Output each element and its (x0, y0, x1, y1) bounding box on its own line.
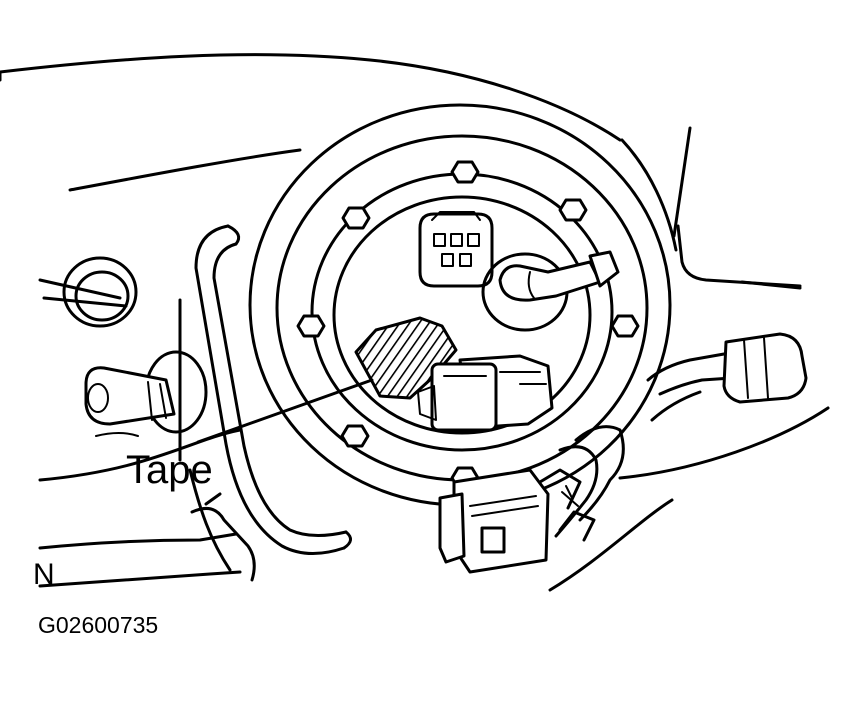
lower-left-pipe (38, 492, 256, 588)
left-bent-tube (194, 224, 352, 556)
fuel-outlet-fitting (481, 250, 620, 332)
lower-connector (438, 468, 550, 574)
body-panel-outline (0, 53, 830, 592)
tape-label: Tape (126, 448, 213, 492)
left-tube-stub (84, 350, 208, 437)
ring-bolts (296, 160, 640, 490)
north-indicator-label: N (33, 558, 55, 591)
right-harness (646, 332, 808, 422)
figure-code-label: G02600735 (38, 612, 159, 638)
pump-connector-socket (418, 211, 494, 288)
sender-gauge-connector (417, 354, 554, 432)
left-grommet (38, 256, 138, 328)
lower-wire-harness (538, 425, 625, 542)
right-duct (672, 126, 802, 290)
tape-leader-line (196, 378, 374, 444)
